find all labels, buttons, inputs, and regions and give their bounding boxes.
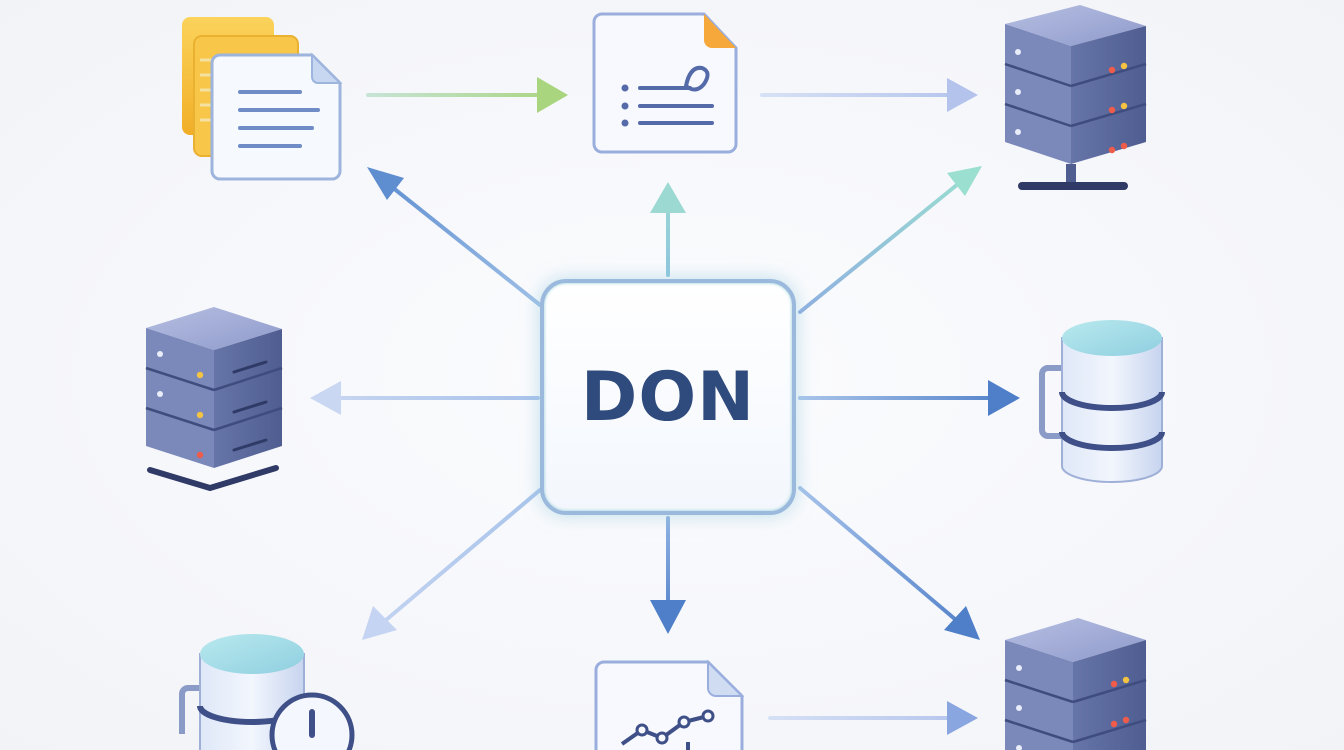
documents-stack-icon bbox=[182, 17, 343, 181]
config-file-icon bbox=[592, 12, 738, 154]
database-clock-icon bbox=[179, 634, 355, 750]
database-icon bbox=[1039, 320, 1165, 483]
arrow-documents-to-config bbox=[366, 77, 568, 113]
arrow-to-config-file bbox=[650, 182, 686, 277]
hub-label: DON bbox=[580, 357, 756, 437]
server-rack-icon bbox=[145, 307, 283, 491]
arrow-chart-to-server bbox=[768, 701, 978, 735]
arrow-to-chart-file bbox=[650, 516, 686, 634]
arrow-to-database-right bbox=[798, 380, 1020, 416]
arrow-to-server-left bbox=[310, 381, 540, 415]
server-rack-icon bbox=[1004, 618, 1147, 750]
arrow-to-server-bottom-right bbox=[798, 486, 980, 640]
don-hub-node: DON bbox=[540, 279, 796, 515]
arrow-config-to-server bbox=[760, 78, 978, 112]
arrow-to-documents bbox=[367, 167, 542, 307]
arrow-to-server-top-right bbox=[798, 166, 982, 314]
arrow-to-database-clock bbox=[362, 488, 542, 640]
server-rack-icon bbox=[1004, 5, 1147, 190]
chart-file-icon bbox=[594, 659, 745, 750]
